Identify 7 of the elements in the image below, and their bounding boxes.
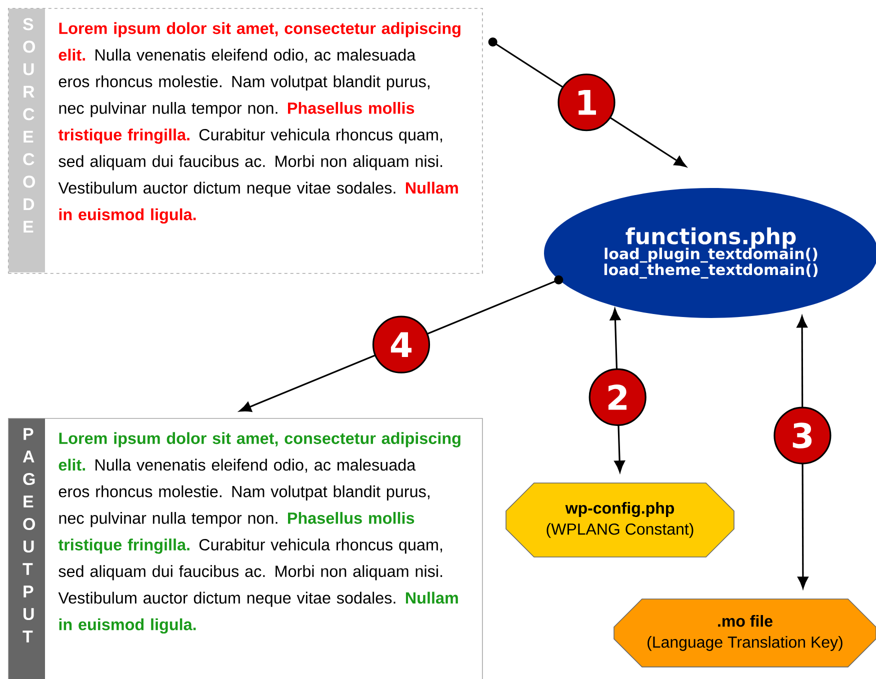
file-octagon: .mo file (Language Translation Key)	[614, 598, 876, 668]
step-badge: 4	[372, 316, 430, 374]
step-badge: 1	[558, 74, 616, 132]
file-octagon: wp-config.php (WPLANG Constant)	[506, 482, 734, 558]
step-badge: 2	[588, 368, 646, 426]
text-panel: PAGE OUTPUT Lorem ipsum dolor sit amet, consectetur adipiscing elit. Nulla venenatis eleifend odio, ac malesuada eros rhoncus molestie. Nam volutpat blandit purus, nec pulvinar nulla tempor non. Phasellus mollis tristique fringilla. Curabitur vehicula rhoncus quam, sed aliquam dui faucibus ac. Morbi non aliquam nisi. Vestibulum auctor dictum neque vitae sodales. Nullam in euismod ligula.	[8, 418, 483, 679]
step-badge: 3	[774, 406, 832, 464]
